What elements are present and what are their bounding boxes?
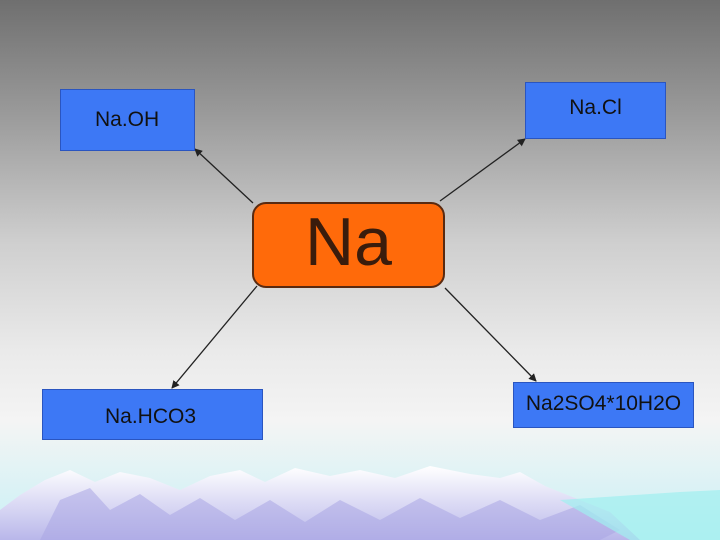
node-naoh: Na.OH	[60, 89, 195, 151]
mountain-shadows	[40, 488, 620, 540]
center-node-na: Na	[252, 202, 445, 288]
node-na2so4-label: Na2SO4*10H2O	[525, 391, 682, 415]
node-nacl: Na.Cl	[525, 82, 666, 139]
node-naoh-label: Na.OH	[95, 108, 160, 131]
node-na2so4: Na2SO4*10H2O	[513, 382, 694, 428]
node-nahco3: Na.HCO3	[42, 389, 263, 440]
sea	[560, 490, 720, 540]
arrow-to-top-right	[439, 138, 526, 202]
arrow-to-top-left	[194, 148, 254, 204]
arrow-to-bottom-left	[171, 285, 258, 389]
center-node-label: Na	[305, 204, 392, 280]
node-nahco3-label: Na.HCO3	[104, 404, 197, 428]
node-nacl-label: Na.Cl	[569, 95, 622, 119]
arrow-to-bottom-right	[444, 287, 537, 382]
